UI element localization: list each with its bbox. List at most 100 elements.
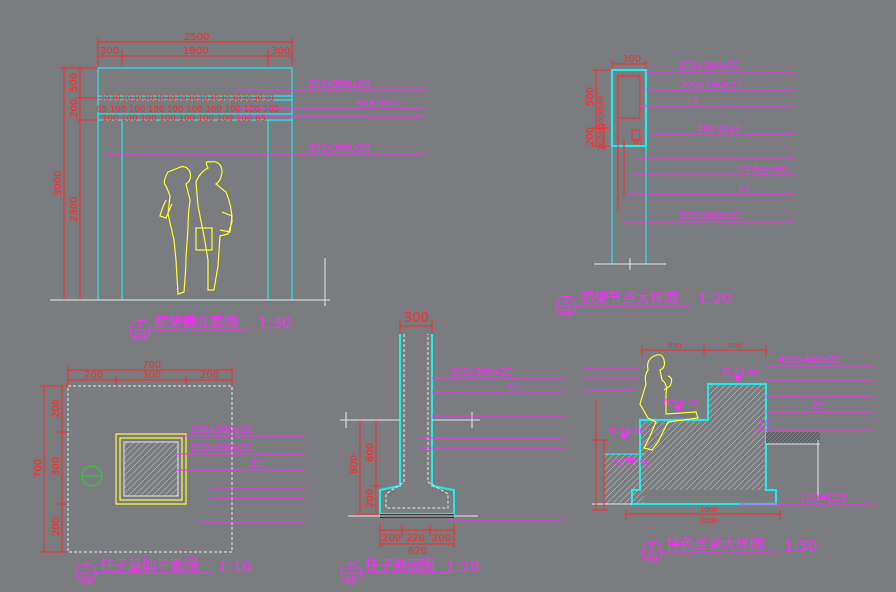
d5-elev3: TC34.10 xyxy=(607,427,645,437)
d4-dim-200: 200 xyxy=(365,489,376,508)
d5-elev4: TC33.90 xyxy=(613,459,651,469)
d1-people-figures xyxy=(159,161,233,295)
d4-title: 柱子剖面图 xyxy=(365,558,435,574)
d3-title: 柱子基础平面图 xyxy=(100,557,198,574)
drawing-column-foundation-plan: 700 200 300 200 200 700 300 200 300x300x xyxy=(33,360,306,585)
drawing-column-section: 300 800 600 200 200 220 200 620 xyxy=(340,311,566,585)
d2-badge-sheet: A9 xyxy=(560,308,572,318)
d1-dim-300b: 300 xyxy=(271,46,290,57)
drawing-feature-bench-detail: 800 800 TC34.90 TC34.50 TC34.10 xyxy=(584,342,874,564)
d4-dimensions: 300 800 600 200 200 220 200 620 xyxy=(349,311,455,557)
d5-elev1: TC34.90 xyxy=(721,368,759,378)
d3-note3: 20 xyxy=(250,459,263,470)
d4-title-block: 4 A9 柱子剖面图 1:20 xyxy=(340,558,480,585)
d4-dim-620: 620 xyxy=(408,546,427,557)
d2-note3: 10 xyxy=(686,96,699,107)
d5-badge-sheet: A9 xyxy=(646,554,658,564)
d5-leaders: 400x400x20 20 10 100#C15 xyxy=(584,355,874,505)
d1-note-300x300x20: 300x300x20 xyxy=(308,143,371,154)
d2-dim-small: 10|50|50|50|30 xyxy=(597,96,605,150)
d3-dim-v200b: 200 xyxy=(51,517,62,536)
d4-dim-b200b: 200 xyxy=(432,533,451,544)
d2-note1: 300x300x20 xyxy=(678,61,741,72)
d4-section-shapes xyxy=(340,334,480,518)
d2-scale: 1:20 xyxy=(698,290,732,308)
d4-leaders: 300x300x20 20 xyxy=(420,367,566,521)
d5-note1: 400x400x20 xyxy=(778,355,841,366)
d1-scale: 1:30 xyxy=(258,314,292,332)
d1-title-block: 1 A9 廊架侧立面图 1:30 xyxy=(129,314,292,342)
d3-dim-v300: 300 xyxy=(51,457,62,476)
d3-dim-v200a: 200 xyxy=(51,399,62,418)
d3-dim-200a: 200 xyxy=(84,370,103,381)
d5-left-dimensions xyxy=(592,400,608,511)
d3-title-block: 3 A9 柱子基础平面图 1:10 xyxy=(75,557,252,585)
d5-note4: 100#C15 xyxy=(800,493,847,504)
d2-dim-300: 300 xyxy=(622,54,641,65)
d3-note2: 300x300x20 xyxy=(190,443,253,454)
d1-dim-500: 500 xyxy=(69,73,80,92)
d1-dim-3000: 3000 xyxy=(53,171,64,196)
d1-dim-1900: 1900 xyxy=(183,46,208,57)
d4-dim-300: 300 xyxy=(404,311,429,326)
d1-title: 廊架侧立面图 xyxy=(154,314,238,331)
d2-dim-500: 500 xyxy=(585,87,596,106)
d2-note4: 48x30x3 xyxy=(697,124,741,135)
d3-scale: 1:10 xyxy=(218,558,252,576)
d2-leaders: 300x300x20 300x300x20 10 48x30x3 2#6@300… xyxy=(624,61,796,223)
d4-note2: 20 xyxy=(506,382,519,393)
d1-rafter-row2: 65 100 100 100 100 100 100 100 100 100 xyxy=(96,105,279,115)
d5-bench-shapes xyxy=(592,382,820,506)
d3-dim-300: 300 xyxy=(142,370,161,381)
d5-bottom-dimensions: 1000 1000 xyxy=(625,506,781,525)
d2-title-block: 2 A9 廊架节点大样图 1:20 xyxy=(555,290,732,318)
d5-badge-num: 5 xyxy=(649,542,655,552)
d5-elev2: TC34.50 xyxy=(661,399,699,409)
d2-dimensions: 300 500 200 10|50|50|50|30 30 xyxy=(585,54,647,150)
d5-title: 特色坐凳大样图 xyxy=(666,536,764,553)
d1-note-48x30x3: 48x30x3 xyxy=(356,98,400,109)
d2-dim-200: 200 xyxy=(585,127,596,146)
d1-rafter-row1: 30303030303030303030303030303030 xyxy=(99,94,274,104)
d4-dim-b220: 220 xyxy=(406,533,425,544)
d1-top-dimensions: 2500 300 1900 300 xyxy=(97,32,293,66)
d1-pergola-frame xyxy=(50,67,330,306)
d5-seated-figure xyxy=(639,354,699,451)
d3-badge-num: 3 xyxy=(83,563,89,573)
d5-dim-800a: 800 xyxy=(668,342,681,350)
d2-note6: 2#6@300 xyxy=(738,164,788,175)
d4-badge-sheet: A9 xyxy=(345,575,357,585)
d5-note3: 10 xyxy=(758,419,771,430)
d2-note8: 300x300x20 xyxy=(678,211,741,222)
d4-dim-800: 800 xyxy=(349,455,360,474)
d1-dim-2300: 2300 xyxy=(69,197,80,222)
d3-dim-v700: 700 xyxy=(33,459,44,478)
d1-leaders: 500x500x20 48x30x3 300x300x20 xyxy=(106,79,426,155)
d1-left-dimensions: 500 200 3000 2300 xyxy=(53,67,98,301)
drawing-pergola-node-detail: 300 500 200 10|50|50|50|30 30 300x300x20 xyxy=(555,54,796,318)
d4-note1: 300x300x20 xyxy=(450,367,513,378)
d5-top-dimensions: 800 800 xyxy=(641,342,767,356)
d1-rafter-labels: 30303030303030303030303030303030 65 100 … xyxy=(96,94,279,124)
d1-dim-300a: 300 xyxy=(100,46,119,57)
d1-badge-num: 1 xyxy=(137,320,143,330)
d3-leaders: 300x300x20 300x300x20 20 xyxy=(176,425,306,523)
d4-dim-b200a: 200 xyxy=(382,533,401,544)
d3-plan-shapes xyxy=(67,385,233,553)
d2-note2: 300x300x20 xyxy=(680,80,743,91)
d5-dim-bot1: 1000 xyxy=(700,506,718,514)
d1-badge-sheet: A9 xyxy=(134,332,146,342)
d5-elevation-marks: TC34.90 TC34.50 TC34.10 TC33.90 xyxy=(607,368,759,469)
d5-dim-bot2: 1000 xyxy=(700,517,718,525)
d1-dim-200: 200 xyxy=(69,99,80,118)
d1-note-500x500x20: 500x500x20 xyxy=(308,79,371,90)
d5-note2: 20 xyxy=(812,401,825,412)
d5-scale: 1:30 xyxy=(784,537,818,555)
d2-title: 廊架节点大样图 xyxy=(580,290,678,307)
d3-note1: 300x300x20 xyxy=(190,425,253,436)
d3-dimensions: 700 200 300 200 200 700 300 200 xyxy=(33,360,233,553)
d4-scale: 1:20 xyxy=(446,558,480,576)
d3-dim-700: 700 xyxy=(142,360,161,371)
d4-dim-600: 600 xyxy=(365,443,376,462)
